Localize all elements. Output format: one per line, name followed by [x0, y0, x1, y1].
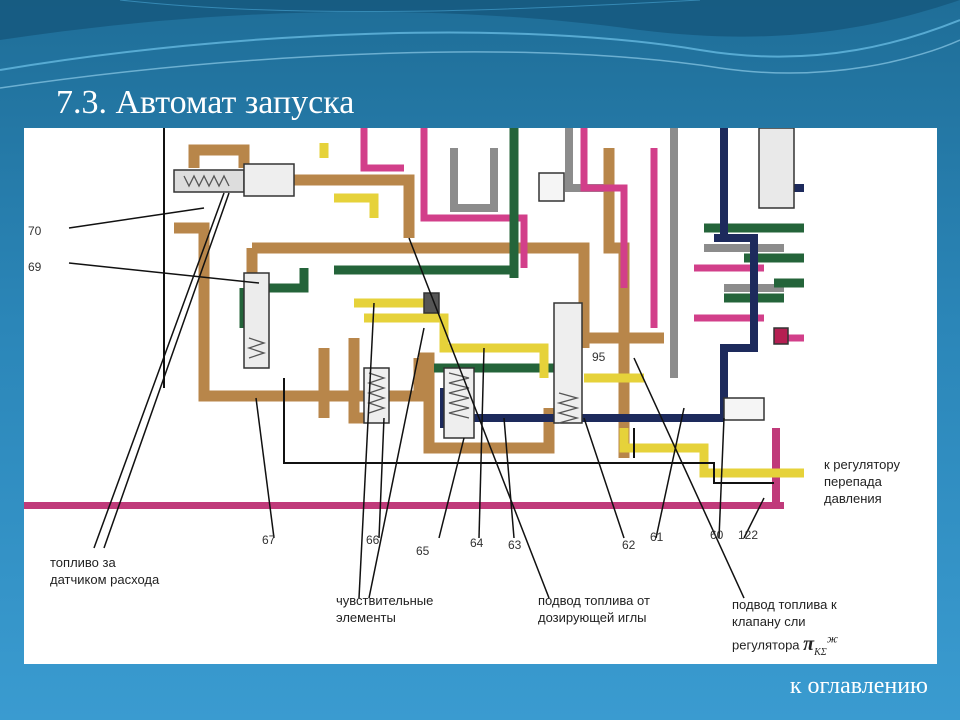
table-of-contents-link[interactable]: к оглавлению [789, 673, 928, 699]
part-number-122: 122 [738, 528, 759, 542]
part-number-62: 62 [622, 538, 636, 552]
part-number-69: 69 [28, 260, 42, 274]
label-fuel-to-valve: подвод топлива к клапану сли регулятора … [732, 597, 838, 658]
part-number-61: 61 [650, 530, 664, 544]
label-to-pressure-regulator: к регулятору перепада давления [824, 457, 900, 506]
part-number-60: 60 [710, 528, 724, 542]
label-fuel-from-needle: подвод топлива от дозирующей иглы [538, 593, 650, 625]
part-number-64: 64 [470, 536, 484, 550]
label-sensitive-elements: чувствительные элементы [336, 593, 434, 625]
diagram-drawing [24, 128, 804, 599]
slide-title: 7.3. Автомат запуска [56, 84, 355, 121]
part-number-67: 67 [262, 533, 276, 547]
part-number-63: 63 [508, 538, 522, 552]
part-number-65: 65 [416, 544, 430, 558]
label-fuel-after-sensor: топливо за датчиком расхода [50, 555, 160, 587]
part-number-95: 95 [592, 350, 606, 364]
part-number-66: 66 [366, 533, 380, 547]
header-wave-decoration [0, 0, 960, 89]
pi-k-sigma-symbol: πKΣж [803, 631, 838, 658]
part-number-70: 70 [28, 224, 42, 238]
hydraulic-diagram: 70 69 95 67 66 65 64 63 62 61 60 122 топ… [24, 128, 937, 664]
